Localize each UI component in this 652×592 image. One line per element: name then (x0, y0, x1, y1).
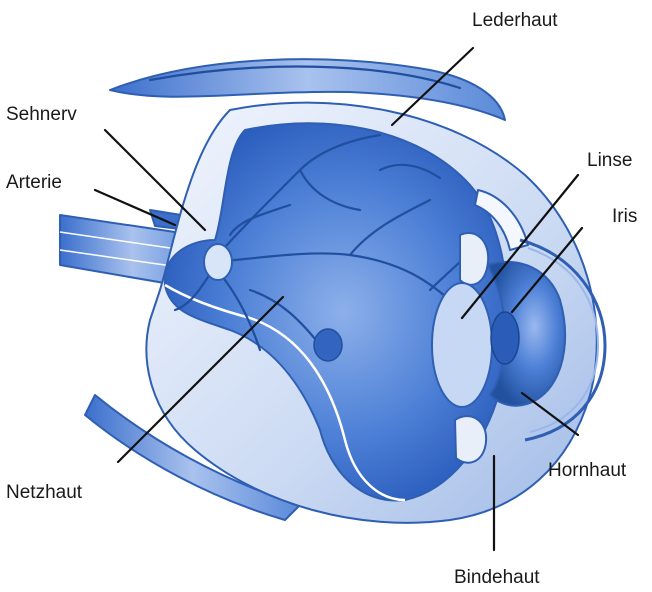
label-conjunctiva: Bindehaut (454, 567, 540, 588)
label-lens: Linse (587, 150, 632, 171)
label-cornea: Hornhaut (548, 460, 627, 481)
label-sclera: Lederhaut (472, 10, 558, 31)
label-retina: Netzhaut (6, 482, 83, 503)
label-iris: Iris (612, 206, 637, 227)
leader-artery (95, 190, 175, 225)
macula (314, 329, 342, 361)
optic-disc (204, 244, 232, 280)
label-artery: Arterie (6, 172, 62, 193)
lens (432, 283, 492, 407)
label-optic-nerve: Sehnerv (6, 104, 77, 125)
